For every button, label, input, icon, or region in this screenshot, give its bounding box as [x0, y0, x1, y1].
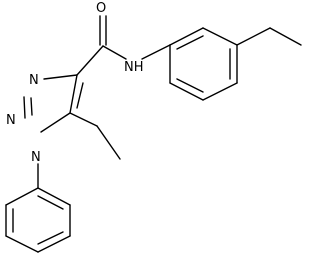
- bond-carbonyl-to-n: [102, 45, 127, 60]
- amide-nh-label: NH: [124, 60, 144, 75]
- oxygen-label: O: [96, 1, 106, 16]
- aryl-ethyl: [236, 27, 302, 46]
- triazole-ring: [23, 74, 84, 133]
- phenyl-ring: [5, 187, 71, 253]
- triazole-n1-label: N: [31, 150, 41, 165]
- carbonyl-bond: [99, 15, 107, 46]
- bond-n-to-aryl: [141, 44, 171, 60]
- triazole-n3-label: N: [29, 73, 39, 88]
- ethylphenyl-ring: [169, 27, 238, 101]
- structure-canvas: O NH N N N: [5, 1, 302, 253]
- molecule-diagram: O NH N N N: [5, 1, 302, 253]
- triazole-n2-label: N: [6, 113, 16, 128]
- triazole-ethyl: [69, 112, 121, 160]
- bond-triazole-c4-to-carbonyl: [76, 45, 104, 76]
